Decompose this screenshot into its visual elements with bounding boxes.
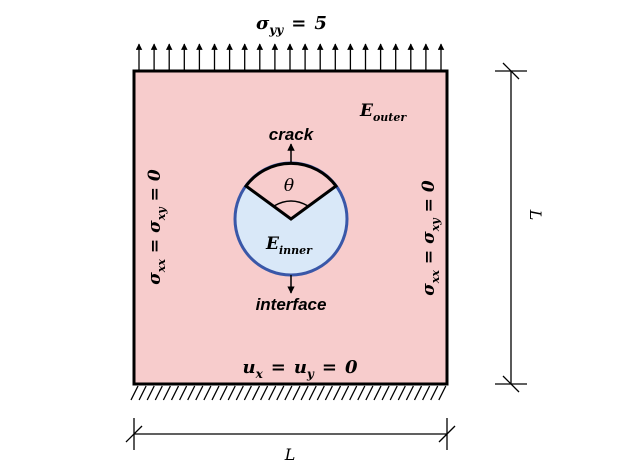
hatch-line	[260, 385, 269, 401]
hatch-line	[438, 385, 447, 401]
top-load-label: σyy=5	[256, 13, 327, 37]
hatch-line	[373, 385, 382, 401]
hatch-line	[130, 385, 139, 401]
hatch-line	[381, 385, 390, 401]
hatch-line	[332, 385, 342, 401]
hatch-line	[316, 385, 325, 401]
hatch-line	[235, 385, 244, 401]
angle-label: θ	[284, 176, 294, 196]
hatch-line	[195, 385, 204, 401]
vertical-dimension	[495, 62, 527, 393]
fixed-support-hatching	[130, 385, 447, 401]
outer-modulus-label: Eouter	[359, 101, 407, 124]
hatch-line	[138, 385, 147, 401]
hatch-line	[389, 385, 398, 401]
vertical-dimension-label: L	[526, 209, 545, 221]
hatch-line	[422, 385, 431, 401]
hatch-line	[187, 385, 196, 401]
hatch-line	[146, 385, 155, 401]
hatch-line	[243, 385, 252, 401]
hatch-line	[292, 385, 301, 401]
hatch-line	[413, 385, 423, 401]
inner-modulus-label: Einner	[265, 234, 313, 257]
crack-label: crack	[269, 125, 315, 144]
hatch-line	[179, 385, 188, 401]
traction-arrows	[135, 43, 445, 70]
hatch-line	[405, 385, 414, 401]
hatch-line	[397, 385, 406, 401]
hatch-line	[268, 385, 277, 401]
hatch-line	[251, 385, 261, 401]
horizontal-dimension	[125, 418, 456, 450]
crack-wedge	[243, 161, 339, 221]
hatch-line	[211, 385, 220, 401]
hatch-line	[308, 385, 317, 401]
hatch-line	[227, 385, 236, 401]
angle-arc	[273, 200, 309, 207]
hatch-line	[203, 385, 212, 401]
hatch-line	[349, 385, 358, 401]
hatch-line	[162, 385, 171, 401]
hatch-line	[219, 385, 228, 401]
horizontal-dimension-label: L	[284, 445, 296, 464]
hatch-line	[357, 385, 366, 401]
hatch-line	[365, 385, 374, 401]
hatch-line	[300, 385, 309, 401]
bottom-bc-label: ux=uy=0	[242, 357, 358, 381]
hatch-line	[284, 385, 293, 401]
hatch-line	[154, 385, 163, 401]
hatch-line	[276, 385, 285, 401]
hatch-line	[170, 385, 180, 401]
interface-label: interface	[256, 295, 327, 314]
right-bc-label: σxx=σxy=0	[419, 180, 442, 296]
hatch-line	[430, 385, 439, 401]
left-bc-label: σxx=σxy=0	[145, 169, 168, 285]
hatch-line	[324, 385, 333, 401]
hatch-line	[341, 385, 350, 401]
